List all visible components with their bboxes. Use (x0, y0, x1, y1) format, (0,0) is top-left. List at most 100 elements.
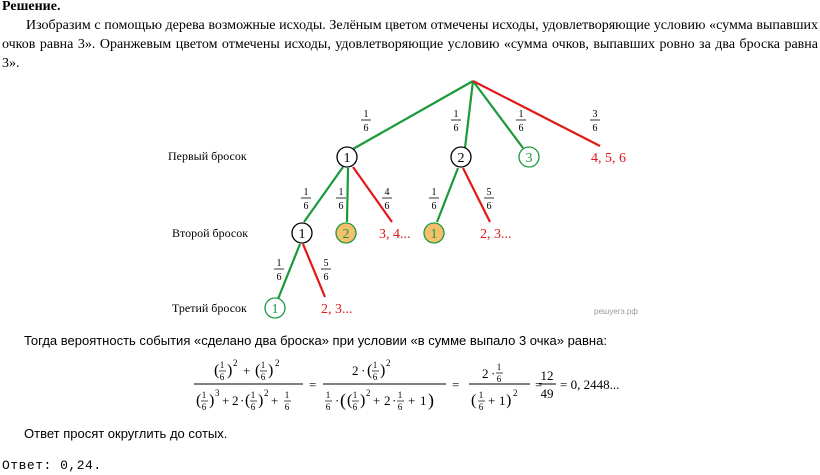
node-second-2-orange: 2 (335, 222, 357, 244)
svg-text:2: 2 (232, 393, 239, 408)
node-first-1: 1 (336, 146, 358, 168)
svg-text:(: ( (347, 392, 352, 409)
svg-text:5: 5 (487, 187, 492, 198)
svg-text:6: 6 (432, 201, 437, 212)
edge-1-2 (345, 167, 350, 223)
edge-2-23 (462, 167, 491, 223)
node-third-1: 1 (264, 297, 286, 319)
svg-text:1: 1 (272, 302, 279, 317)
solution-heading: Решение. (2, 0, 61, 14)
svg-text:6: 6 (364, 123, 369, 134)
svg-text:(: ( (245, 392, 250, 409)
svg-text:+: + (488, 393, 495, 408)
prob-b: 1 6 (451, 109, 461, 134)
answer: Ответ: 0,24. (2, 458, 102, 473)
svg-text:+: + (243, 363, 250, 378)
svg-text:2: 2 (343, 227, 350, 242)
edge-1-34 (352, 166, 393, 223)
svg-text:6: 6 (373, 372, 378, 382)
svg-text:(: ( (214, 362, 219, 379)
edge-root-1 (352, 80, 474, 150)
svg-text:): ) (209, 392, 214, 409)
svg-text:6: 6 (261, 372, 266, 382)
svg-text:·: · (240, 393, 244, 408)
prob-i: 5 6 (484, 187, 494, 212)
node-first-456: 4, 5, 6 (591, 151, 626, 166)
svg-text:2: 2 (233, 358, 238, 368)
svg-text:=: = (309, 377, 316, 392)
svg-text:(: ( (255, 362, 260, 379)
svg-text:1: 1 (519, 109, 524, 120)
formula-12: 12 (541, 368, 554, 383)
prob-e: 1 6 (301, 187, 311, 212)
svg-text:1: 1 (398, 390, 403, 400)
svg-text:1: 1 (373, 360, 378, 370)
svg-text:=: = (452, 377, 459, 392)
svg-text:6: 6 (326, 402, 331, 412)
svg-text:3: 3 (215, 388, 220, 398)
svg-text:+: + (271, 393, 278, 408)
edge-11-23 (301, 243, 327, 298)
prob-f: 1 6 (336, 187, 346, 212)
svg-text:6: 6 (454, 123, 459, 134)
svg-text:2: 2 (384, 393, 391, 408)
svg-text:1: 1 (326, 390, 331, 400)
svg-text:6: 6 (220, 372, 225, 382)
svg-text:1: 1 (497, 362, 502, 372)
svg-text:1: 1 (479, 390, 484, 400)
node-second-21-orange: 1 (423, 222, 445, 244)
svg-text:6: 6 (385, 201, 390, 212)
prob-d: 3 6 (590, 109, 600, 134)
node-third-23: 2, 3... (321, 302, 353, 317)
node-first-3: 3 (518, 146, 540, 168)
svg-text:1: 1 (304, 187, 309, 198)
row-label-third: Третий бросок (172, 301, 247, 315)
svg-text:): ) (258, 392, 263, 409)
svg-text:2: 2 (513, 388, 518, 398)
svg-text:1: 1 (299, 227, 306, 242)
svg-text:1: 1 (277, 258, 282, 269)
prob-k: 5 6 (321, 258, 331, 283)
svg-text:6: 6 (497, 374, 502, 384)
svg-text:1: 1 (431, 227, 438, 242)
svg-text:6: 6 (487, 201, 492, 212)
node-first-2: 2 (450, 146, 472, 168)
formula-result: = 0, 2448... (560, 377, 619, 392)
svg-text:1: 1 (202, 390, 207, 400)
watermark: решуегэ.рф (594, 307, 638, 316)
svg-text:6: 6 (285, 402, 290, 412)
svg-text:1: 1 (261, 360, 266, 370)
svg-text:): ) (268, 362, 273, 379)
formula-frac2-numerator: 2 · ( 1 6 ) 2 (352, 358, 391, 382)
svg-text:(: ( (367, 362, 372, 379)
svg-text:1: 1 (339, 187, 344, 198)
svg-text:): ) (227, 362, 232, 379)
prob-h: 1 6 (429, 187, 439, 212)
tree-edges (276, 80, 601, 300)
svg-text:1: 1 (220, 360, 225, 370)
solution-paragraph: Изобразим с помощью дерева возможные исх… (2, 16, 818, 73)
svg-text:·: · (392, 393, 396, 408)
svg-text:1: 1 (454, 109, 459, 120)
formula-frac1-numerator: ( 1 6 ) 2 + ( 1 6 ) 2 (214, 358, 280, 382)
svg-text:+: + (222, 393, 229, 408)
svg-text:1: 1 (353, 390, 358, 400)
svg-text:6: 6 (324, 272, 329, 283)
solution-paragraph-text: Изобразим с помощью дерева возможные исх… (2, 18, 818, 71)
svg-text:1: 1 (420, 393, 427, 408)
formula-frac3-denominator: ( 1 6 + 1 ) 2 (471, 388, 518, 412)
rounding-text: Ответ просят округлить до сотых. (24, 426, 228, 441)
prob-g: 4 6 (382, 187, 392, 212)
formula: ( 1 6 ) 2 + ( 1 6 ) 2 ( 1 6 ) 3 + 2 · ( … (194, 358, 619, 412)
svg-text:): ) (428, 390, 434, 411)
svg-text:=: = (535, 377, 542, 392)
svg-text:6: 6 (519, 123, 524, 134)
svg-text:6: 6 (398, 402, 403, 412)
prob-a: 1 6 (361, 109, 371, 134)
edge-root-3 (472, 80, 524, 149)
svg-text:6: 6 (304, 201, 309, 212)
svg-text:6: 6 (202, 402, 207, 412)
node-second-1: 1 (291, 222, 313, 244)
svg-text:(: ( (471, 392, 476, 409)
node-second-34: 3, 4... (379, 227, 411, 242)
